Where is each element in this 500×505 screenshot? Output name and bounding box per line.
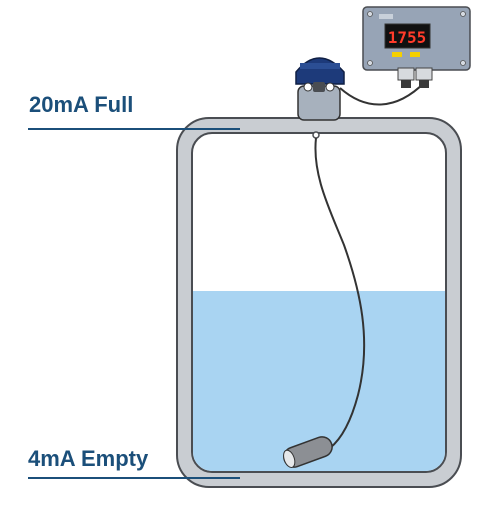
submersible-pressure-probe-icon — [283, 436, 333, 468]
signal-cable — [339, 81, 426, 106]
full-level-label: 20mA Full — [29, 92, 134, 117]
probe-cable — [314, 137, 366, 449]
display-reading: 1755 — [388, 28, 427, 47]
empty-level-label: 4mA Empty — [28, 446, 149, 471]
probe-mount-hook — [312, 131, 320, 139]
ultrasonic-sensor-head-icon — [295, 57, 345, 121]
digital-display-box-icon: 1755 — [362, 6, 471, 88]
